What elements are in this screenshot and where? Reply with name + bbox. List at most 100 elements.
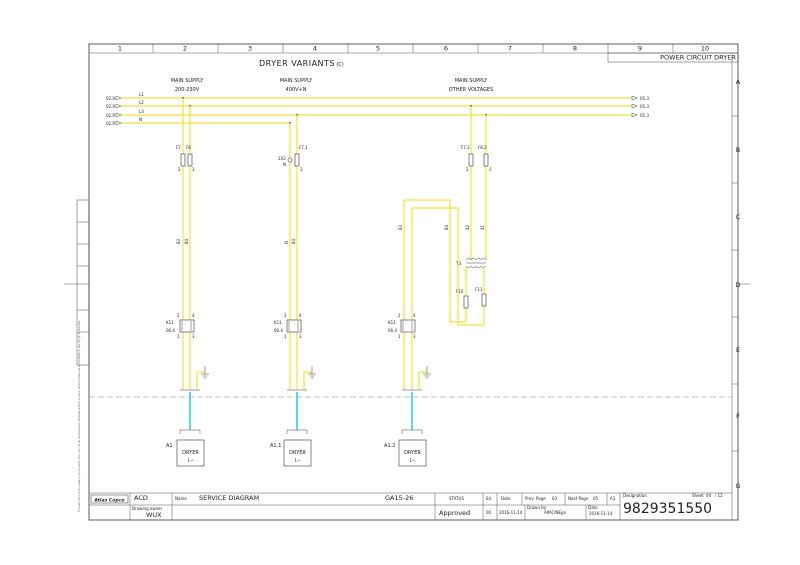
logo-text: Atlas Copco xyxy=(93,497,124,503)
schematic-line xyxy=(631,95,638,101)
contact-pin: 2 xyxy=(177,313,180,318)
company-logo xyxy=(90,494,129,504)
status-label: STATUS xyxy=(449,496,464,501)
fuse-label: F8.2 xyxy=(478,145,487,150)
date-value: 2016-11-14 xyxy=(499,510,523,515)
sheet-label: Sheet xyxy=(692,493,704,498)
column-number: 4 xyxy=(313,45,317,53)
row-letter: B xyxy=(736,146,740,154)
contact-pin: 3 xyxy=(299,334,302,339)
bus-ref-in: 02.9 xyxy=(106,121,115,126)
supply-label: MAIN SUPPLY xyxy=(171,78,205,84)
bus-ref-out: 05.3 xyxy=(640,104,649,109)
prev-page: 03 xyxy=(552,496,558,501)
circuit-other-voltages: F7.2 F8.2 2 3 42 41 T3 F10 F11 83 84 K11… xyxy=(384,106,492,467)
fuse-label: F7.2 xyxy=(461,145,470,150)
header-title: POWER CIRCUIT DRYER xyxy=(660,54,736,62)
junction-dots xyxy=(182,97,487,124)
fuse-label: F7.1 xyxy=(299,145,308,150)
contactor-k11 xyxy=(179,319,195,333)
schematic-line xyxy=(631,103,638,109)
dryer-phase: 1~ xyxy=(295,458,301,463)
wire-number: 84 xyxy=(291,238,296,244)
bus-ref-in: 02.9 xyxy=(106,96,115,101)
circuit-200-230v: F7 F8 2 3 83 84 K11 06.4 2 4 1 3 DRYER 1… xyxy=(166,98,209,467)
column-number: 9 xyxy=(638,45,642,53)
unit-label: A1 xyxy=(166,443,173,449)
bus-references: 02.9 02.9 02.9 02.9 L1 L2 L3 N 05.3 05.3… xyxy=(106,92,649,126)
contactor-k11 xyxy=(286,319,302,333)
dryer-unit-a1-1 xyxy=(283,439,312,467)
schematic-line xyxy=(115,103,122,109)
model-name: GA15-26 xyxy=(385,494,413,502)
fuse-f7 xyxy=(180,153,186,167)
row-letter: C xyxy=(736,213,741,221)
name-label: Name xyxy=(175,496,187,501)
contactor-ref: 06.4 xyxy=(388,328,397,333)
prev-page-label: Prev. Page xyxy=(525,496,546,501)
fuse-pin: 3 xyxy=(192,167,195,172)
designation-number: 9829351550 xyxy=(623,501,712,517)
designation-label: Designation xyxy=(623,493,647,498)
margin-note: The document is the property of the owne… xyxy=(78,320,81,512)
column-number: 2 xyxy=(183,45,187,53)
dryer-phase: 1~ xyxy=(188,458,194,463)
binding-tab xyxy=(76,199,90,366)
drawing-name: SERVICE DIAGRAM xyxy=(199,494,259,502)
column-dividers xyxy=(152,44,674,53)
bus-name: N xyxy=(139,117,142,122)
sheet-format: A3 xyxy=(610,496,616,501)
edition-value: 00 xyxy=(486,510,492,515)
bus-ref-in: 02.9 xyxy=(106,104,115,109)
contact-pin: 4 xyxy=(299,313,302,318)
contactor-label: K11 xyxy=(274,320,282,325)
drawing-owner: WUX xyxy=(146,511,162,519)
next-page-label: Next Page xyxy=(568,496,589,501)
supply-voltage: OTHER VOLTAGES xyxy=(449,87,494,93)
column-number: 5 xyxy=(376,45,380,53)
bus-ref-out: 05.3 xyxy=(640,113,649,118)
dryer-label: DRYER xyxy=(289,450,306,456)
sheet-total: / 12 xyxy=(715,493,723,498)
next-page: 05 xyxy=(593,496,599,501)
terminal-1x2 xyxy=(287,157,293,163)
fuse-f7-1 xyxy=(294,153,300,167)
company-code: ACD xyxy=(134,494,148,502)
fuse-f8 xyxy=(187,153,193,167)
row-dividers xyxy=(732,115,738,452)
dryer-label: DRYER xyxy=(182,450,199,456)
wire-number: 42 xyxy=(465,224,470,230)
fuse-label: F11 xyxy=(475,287,483,292)
bus-name: L1 xyxy=(139,92,144,97)
bus-name: L2 xyxy=(139,100,144,105)
schematic-line xyxy=(465,265,487,269)
row-letter: E xyxy=(736,346,740,354)
dryer-label: DRYER xyxy=(404,450,421,456)
schematic-line xyxy=(411,207,485,390)
schematic-line xyxy=(115,95,122,101)
column-numbers: 1 2 3 4 5 6 7 8 9 10 xyxy=(118,45,709,53)
fuse-f10 xyxy=(463,295,469,309)
supply-voltage: 400V+N xyxy=(286,87,307,93)
fuse-label: F7 xyxy=(176,145,181,150)
unit-label: A1.1 xyxy=(270,443,281,449)
row-letters: A B C D E F G xyxy=(735,78,740,490)
dryer-unit-a1-2 xyxy=(398,439,427,467)
drawn-date-label: Date xyxy=(588,505,598,510)
contact-pin: 2 xyxy=(284,313,287,318)
drawn-by-label: Drawn by xyxy=(527,505,547,510)
fuse-f11 xyxy=(481,293,487,307)
fuse-pin: 2 xyxy=(178,167,181,172)
schematic-line xyxy=(631,112,638,118)
wire-number: 41 xyxy=(480,224,485,230)
drawn-by: APACINEgn xyxy=(544,510,567,515)
dryer-phase: 1~ xyxy=(410,458,416,463)
schematic-line xyxy=(115,120,122,126)
contact-pin: 1 xyxy=(398,334,401,339)
contactor-label: K11 xyxy=(166,320,174,325)
wire-number: 84 xyxy=(444,224,449,230)
column-number: 10 xyxy=(701,45,709,53)
fuse-pin: 3 xyxy=(300,167,303,172)
bus-lines xyxy=(121,97,632,124)
wire-number: N xyxy=(284,241,289,244)
